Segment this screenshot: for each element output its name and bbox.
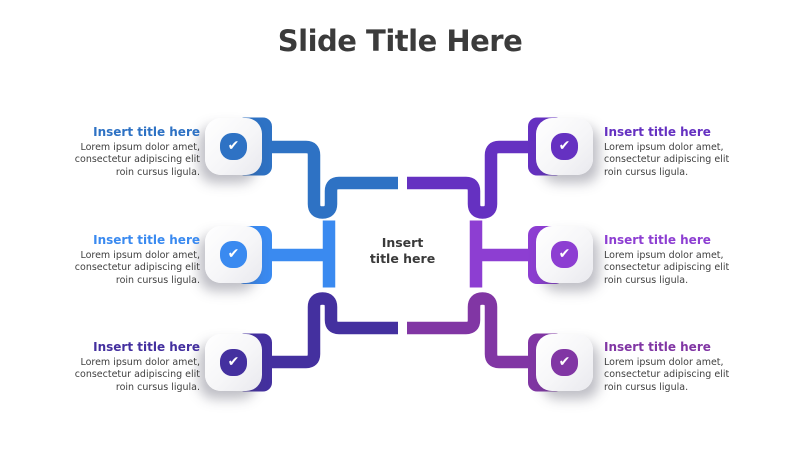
- item-text-right-middle[interactable]: Insert title here Lorem ipsum dolor amet…: [604, 233, 749, 287]
- item-body-line: consectetur adipiscing elit: [604, 154, 730, 166]
- node-left-bottom: ✔: [205, 334, 262, 391]
- connector-pipe-right-bottom: [407, 292, 536, 369]
- connector-pipe-left-bottom: [264, 292, 398, 369]
- item-body-line: consectetur adipiscing elit: [74, 369, 200, 381]
- center-title-line1: Insert: [381, 235, 424, 250]
- item-text-right-bottom[interactable]: Insert title here Lorem ipsum dolor amet…: [604, 340, 749, 394]
- item-body-line: Lorem ipsum dolor amet,: [604, 142, 724, 153]
- check-glyph: ✔: [227, 354, 240, 370]
- check-icon: ✔: [220, 241, 247, 268]
- check-icon: ✔: [551, 241, 578, 268]
- check-icon: ✔: [551, 349, 578, 376]
- node-left-top: ✔: [205, 118, 262, 175]
- item-body-line: roin cursus ligula.: [115, 381, 200, 393]
- item-text-left-middle[interactable]: Insert title here Lorem ipsum dolor amet…: [55, 233, 200, 287]
- check-glyph: ✔: [558, 246, 571, 262]
- item-body-line: consectetur adipiscing elit: [74, 262, 200, 274]
- item-body-line: Lorem ipsum dolor amet,: [80, 142, 200, 153]
- check-glyph: ✔: [227, 246, 240, 262]
- check-icon: ✔: [551, 133, 578, 160]
- item-body-line: roin cursus ligula.: [604, 274, 689, 286]
- connector-pipe-left-top: [264, 140, 398, 219]
- node-right-middle: ✔: [536, 226, 593, 283]
- check-glyph: ✔: [227, 138, 240, 154]
- connector-pipe-right-top: [407, 140, 536, 219]
- check-glyph: ✔: [558, 354, 571, 370]
- node-right-top: ✔: [536, 118, 593, 175]
- item-body-line: consectetur adipiscing elit: [604, 369, 730, 381]
- item-body-line: roin cursus ligula.: [604, 381, 689, 393]
- item-body-line: consectetur adipiscing elit: [604, 262, 730, 274]
- item-title[interactable]: Insert title here: [604, 233, 711, 247]
- item-title[interactable]: Insert title here: [93, 340, 200, 354]
- item-body-line: roin cursus ligula.: [115, 166, 200, 178]
- check-icon: ✔: [220, 349, 247, 376]
- center-title-line2: title here: [369, 251, 436, 266]
- check-icon: ✔: [220, 133, 247, 160]
- item-body-line: roin cursus ligula.: [115, 274, 200, 286]
- item-title[interactable]: Insert title here: [93, 125, 200, 139]
- item-body-line: Lorem ipsum dolor amet,: [80, 357, 200, 368]
- center-title-box[interactable]: Insert title here: [340, 235, 465, 267]
- item-title[interactable]: Insert title here: [93, 233, 200, 247]
- node-right-bottom: ✔: [536, 334, 593, 391]
- item-body-line: Lorem ipsum dolor amet,: [604, 250, 724, 261]
- item-body-line: Lorem ipsum dolor amet,: [80, 250, 200, 261]
- item-body-line: roin cursus ligula.: [604, 166, 689, 178]
- check-glyph: ✔: [558, 138, 571, 154]
- item-text-right-top[interactable]: Insert title here Lorem ipsum dolor amet…: [604, 125, 749, 179]
- node-left-middle: ✔: [205, 226, 262, 283]
- item-title[interactable]: Insert title here: [604, 125, 711, 139]
- slide-title[interactable]: Slide Title Here: [277, 24, 523, 58]
- item-body-line: consectetur adipiscing elit: [74, 154, 200, 166]
- item-body-line: Lorem ipsum dolor amet,: [604, 357, 724, 368]
- item-title[interactable]: Insert title here: [604, 340, 711, 354]
- item-text-left-bottom[interactable]: Insert title here Lorem ipsum dolor amet…: [55, 340, 200, 394]
- item-text-left-top[interactable]: Insert title here Lorem ipsum dolor amet…: [55, 125, 200, 179]
